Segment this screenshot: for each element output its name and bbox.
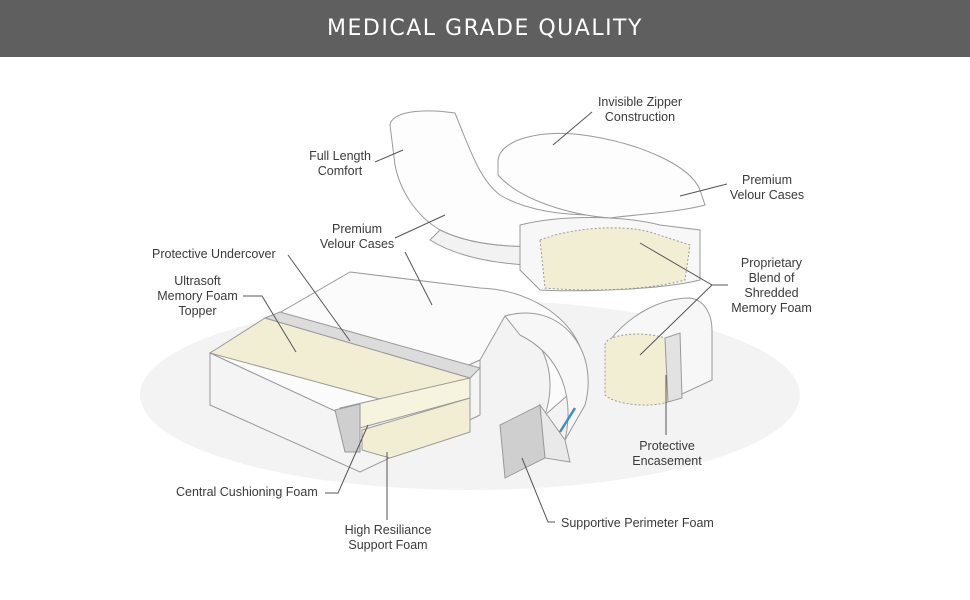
label-supportive-perimeter: Supportive Perimeter Foam (561, 516, 714, 531)
head-pillow-top (498, 133, 705, 218)
label-line: High Resiliance (332, 523, 444, 538)
label-line: Velour Cases (312, 237, 402, 252)
label-line: Invisible Zipper (585, 95, 695, 110)
label-line: Full Length (300, 149, 380, 164)
label-line: Blend of (724, 271, 819, 286)
label-ultrasoft: Ultrasoft Memory Foam Topper (150, 274, 245, 319)
label-premium-velour-right: Premium Velour Cases (722, 173, 812, 203)
label-line: Shredded (724, 286, 819, 301)
label-protective-undercover: Protective Undercover (152, 247, 276, 262)
label-line: Protective (622, 439, 712, 454)
label-central-cushioning: Central Cushioning Foam (176, 485, 318, 500)
label-line: Topper (150, 304, 245, 319)
label-premium-velour-center: Premium Velour Cases (312, 222, 402, 252)
label-invisible-zipper: Invisible Zipper Construction (585, 95, 695, 125)
label-line: Encasement (622, 454, 712, 469)
bolster-gray (665, 333, 682, 402)
label-high-resiliance: High Resiliance Support Foam (332, 523, 444, 553)
label-line: Support Foam (332, 538, 444, 553)
label-line: Premium (722, 173, 812, 188)
label-full-length: Full Length Comfort (300, 149, 380, 179)
label-line: Ultrasoft (150, 274, 245, 289)
bolster-face (605, 334, 668, 405)
label-line: Comfort (300, 164, 380, 179)
label-line: Memory Foam (724, 301, 819, 316)
label-proprietary: Proprietary Blend of Shredded Memory Foa… (724, 256, 819, 316)
label-line: Premium (312, 222, 402, 237)
label-line: Construction (585, 110, 695, 125)
label-line: Memory Foam (150, 289, 245, 304)
label-line: Velour Cases (722, 188, 812, 203)
label-line: Proprietary (724, 256, 819, 271)
label-protective-encasement: Protective Encasement (622, 439, 712, 469)
